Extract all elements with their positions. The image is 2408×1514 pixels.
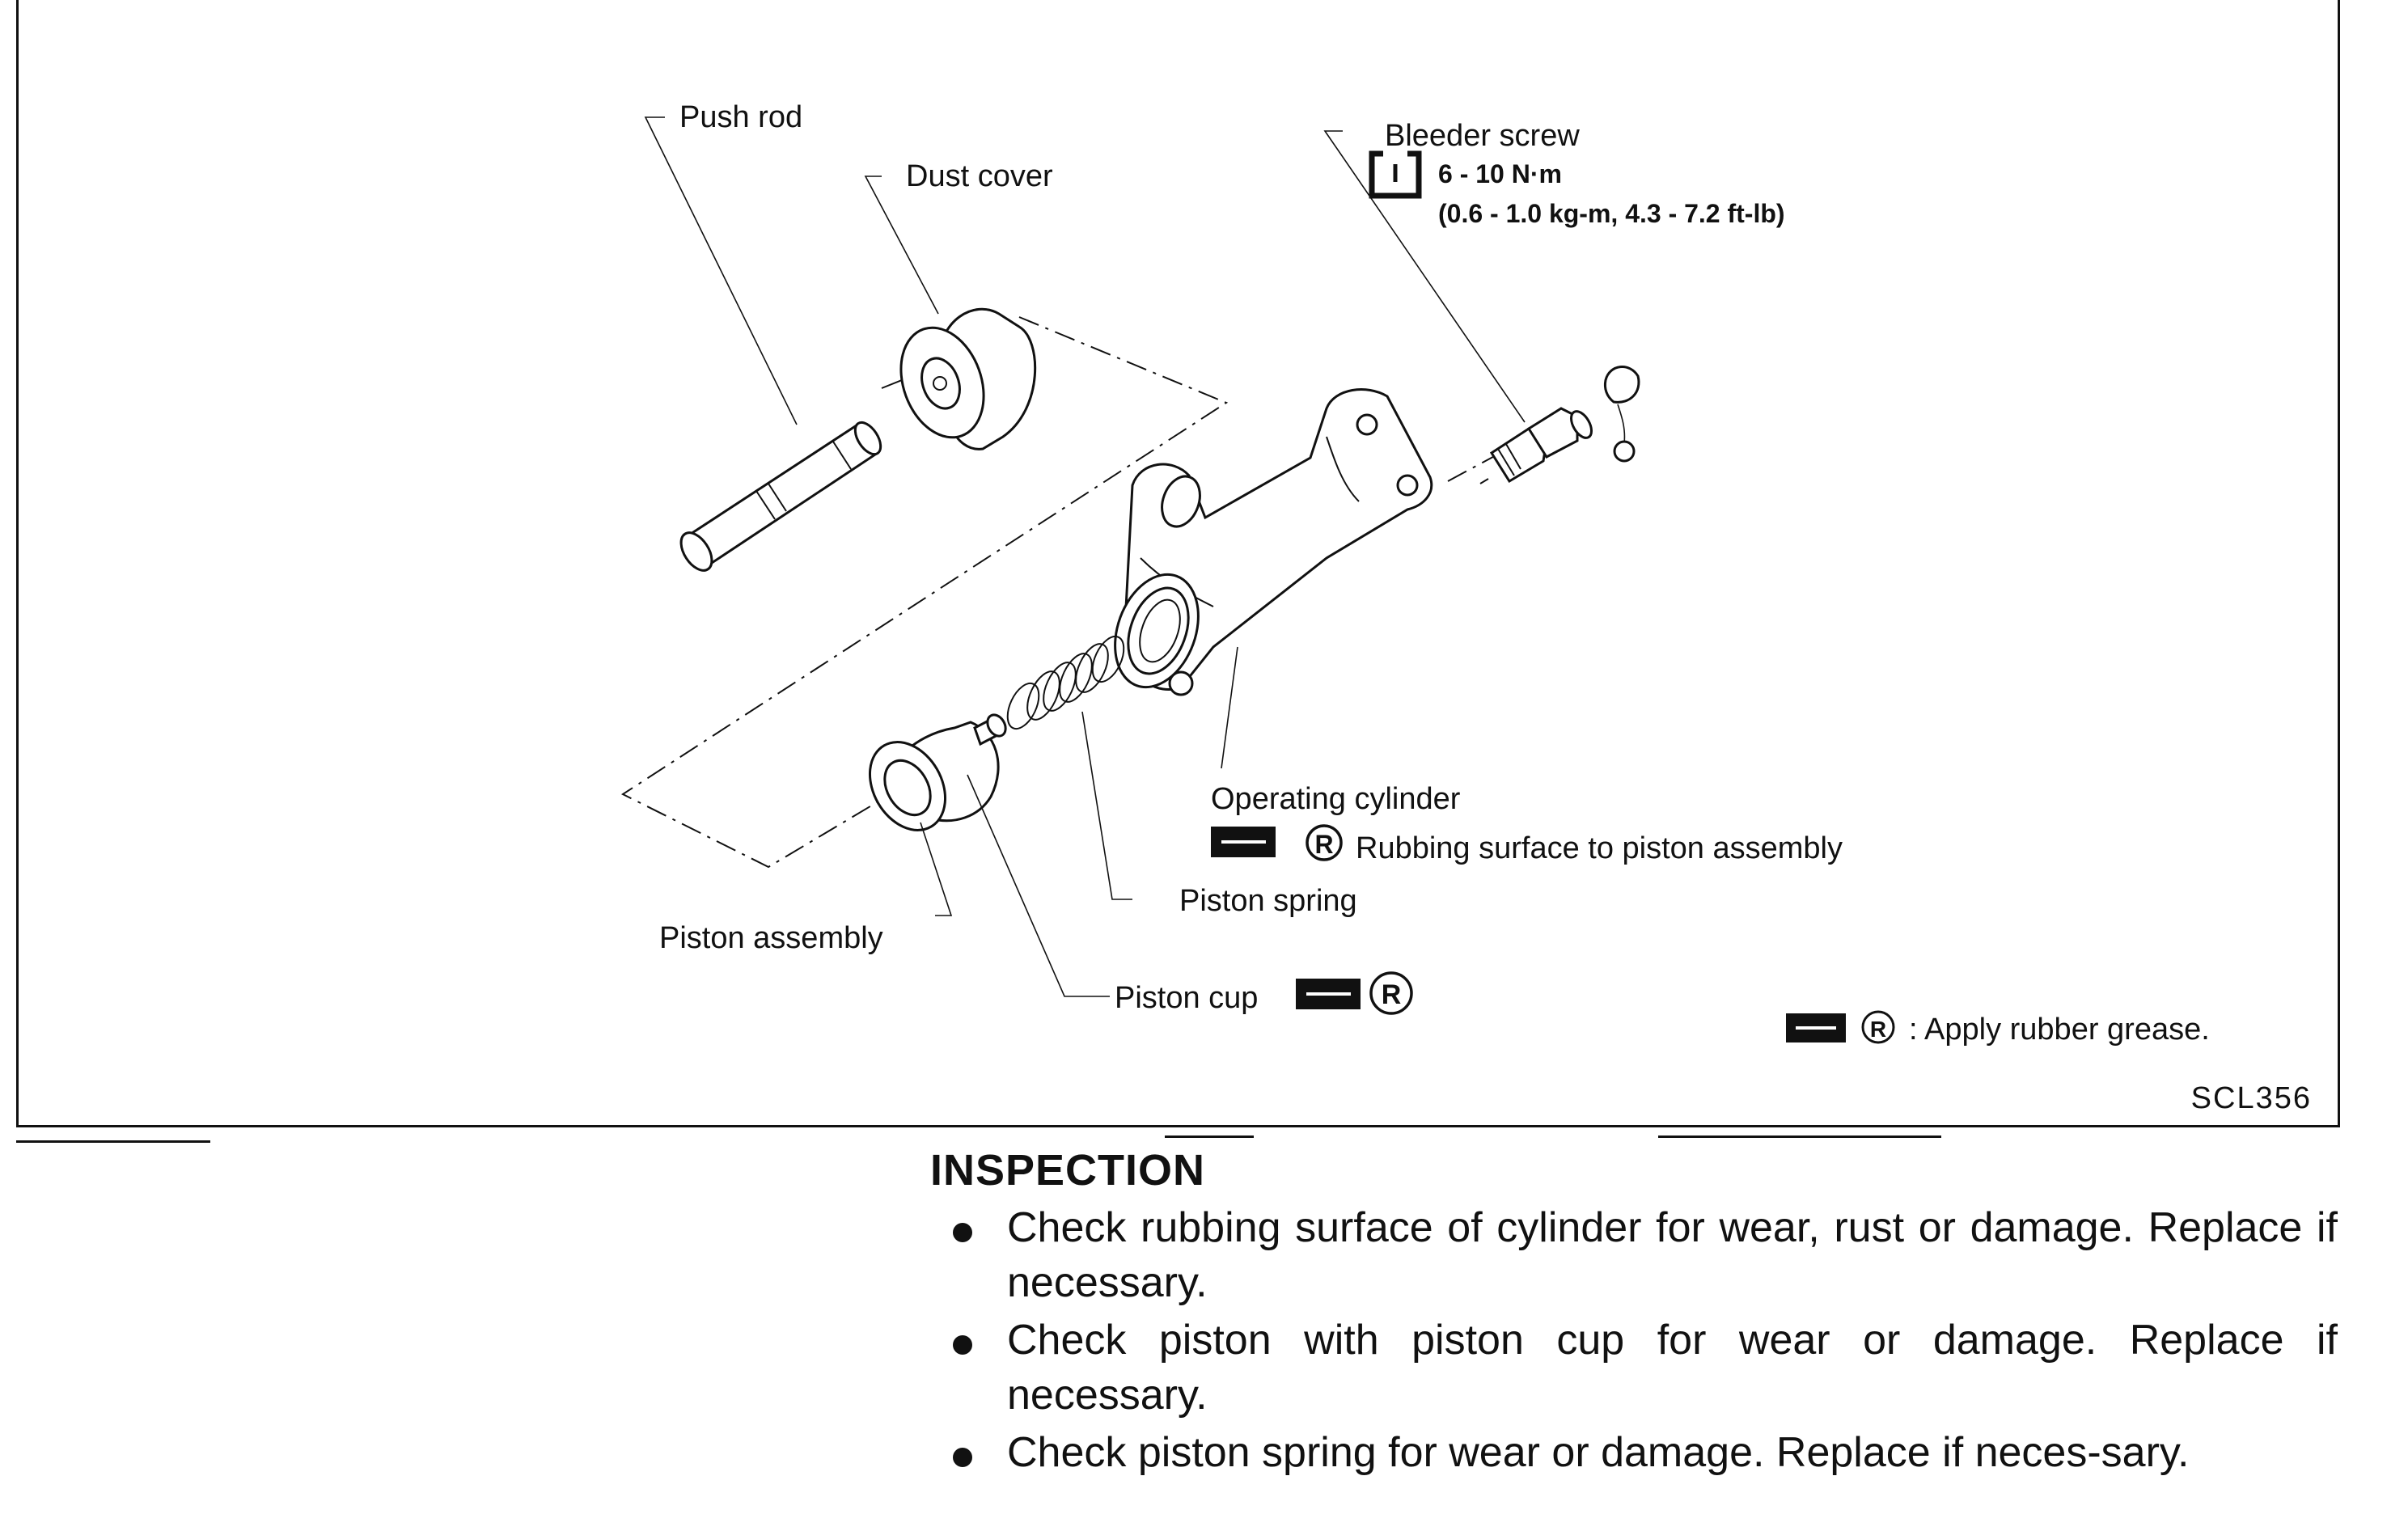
list-item: Check piston spring for wear or damage. … xyxy=(930,1425,2338,1480)
bullet-icon xyxy=(953,1223,972,1242)
list-item: Check piston with piston cup for wear or… xyxy=(930,1313,2338,1423)
divider-line xyxy=(1165,1136,1254,1138)
dust-cover-part xyxy=(899,307,1037,450)
push-rod-part xyxy=(679,421,882,572)
bleeder-cap-part xyxy=(1603,366,1640,463)
bullet-icon xyxy=(953,1448,972,1467)
r-circle-icon: R xyxy=(1861,1010,1895,1044)
divider-line xyxy=(1658,1136,1941,1138)
inspection-section: INSPECTION Check rubbing surface of cyli… xyxy=(930,1145,2338,1482)
legend-text: : Apply rubber grease. xyxy=(1909,1013,2210,1047)
bleeder-screw-label: Bleeder screw xyxy=(1385,119,1580,153)
bullet-icon xyxy=(953,1335,972,1355)
list-item-text: Check piston with piston cup for wear or… xyxy=(1007,1317,2338,1419)
operating-cylinder-note: Rubbing surface to piston assembly xyxy=(1356,831,1843,865)
torque-wrench-icon xyxy=(1369,148,1422,199)
section-title: INSPECTION xyxy=(930,1146,1206,1195)
figure-code: SCL356 xyxy=(2191,1081,2312,1115)
leader-lines xyxy=(644,116,1526,997)
figure-frame xyxy=(16,0,2340,1127)
svg-text:R: R xyxy=(1870,1017,1886,1042)
bleeder-torque-nm: 6 - 10 N·m xyxy=(1438,159,1562,188)
list-item: Check rubbing surface of cylinder for we… xyxy=(930,1200,2338,1310)
piston-assembly-label: Piston assembly xyxy=(659,921,883,955)
grease-symbol-icon xyxy=(1296,979,1361,1009)
center-axis-lines xyxy=(881,373,1501,484)
assembly-outline xyxy=(620,316,1229,869)
grease-symbol-icon xyxy=(1211,827,1276,857)
r-circle-icon: R xyxy=(1306,824,1343,861)
exploded-view-diagram: Push rod Dust cover Bleeder screw 6 - 10… xyxy=(620,100,2312,1115)
push-rod-label: Push rod xyxy=(679,100,802,134)
piston-spring-label: Piston spring xyxy=(1179,884,1357,918)
bleeder-torque-conversion: (0.6 - 1.0 kg-m, 4.3 - 7.2 ft-lb) xyxy=(1438,199,1785,228)
inspection-list: Check rubbing surface of cylinder for we… xyxy=(930,1200,2338,1480)
dust-cover-label: Dust cover xyxy=(906,159,1053,193)
bleeder-screw-part xyxy=(1489,407,1593,484)
r-circle-icon: R xyxy=(1369,971,1413,1015)
operating-cylinder-label: Operating cylinder xyxy=(1211,782,1461,816)
grease-symbol-icon xyxy=(1786,1013,1846,1042)
list-item-text: Check piston spring for wear or damage. … xyxy=(1007,1429,2190,1476)
operating-cylinder-part xyxy=(1114,388,1433,696)
piston-cup-label: Piston cup xyxy=(1115,981,1258,1015)
svg-text:R: R xyxy=(1314,830,1333,859)
svg-text:R: R xyxy=(1382,979,1402,1010)
list-item-text: Check rubbing surface of cylinder for we… xyxy=(1007,1204,2338,1306)
divider-line xyxy=(16,1140,210,1143)
piston-assembly-part xyxy=(868,713,1007,831)
piston-spring-part xyxy=(1006,635,1125,730)
